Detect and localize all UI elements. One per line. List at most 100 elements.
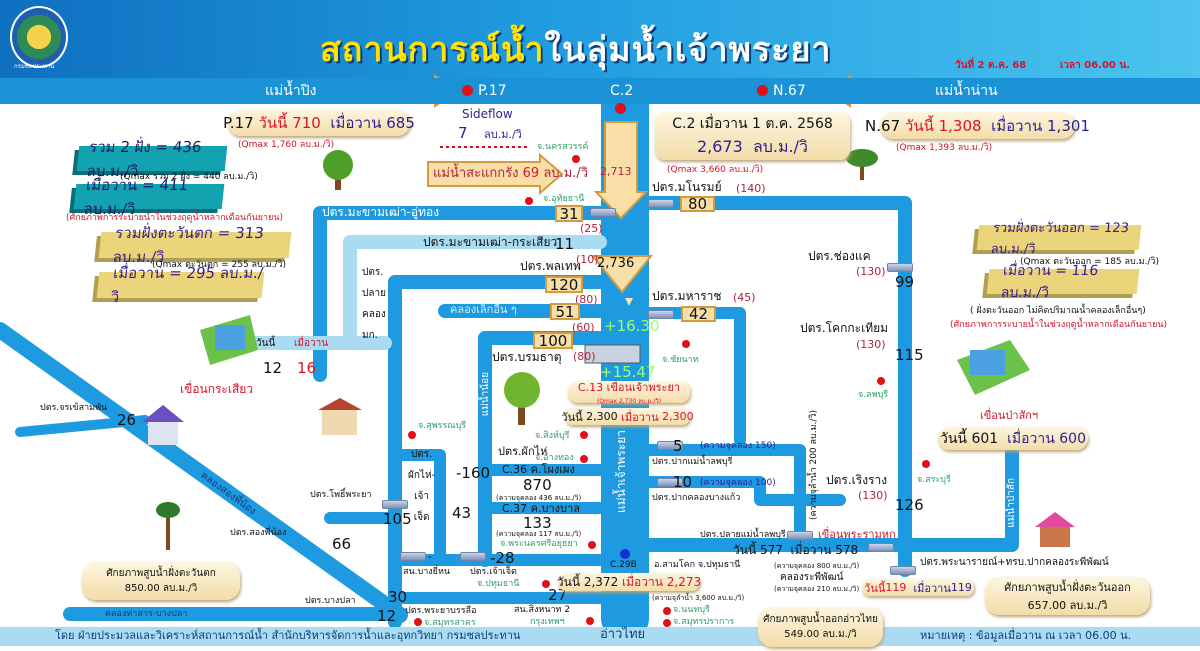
- east-yesterday: เมื่อวาน = 116 ลบ.ม./วิ: [986, 263, 1140, 301]
- sideflow-unit: ลบ.ม./วิ: [484, 128, 522, 141]
- gate-icon: [868, 543, 894, 552]
- province-marker: [663, 607, 671, 615]
- c29b-reading: วันนี้ 2,372 เมื่อวาน 2,273: [556, 573, 702, 591]
- gate-name: ปตร.ปากคลองบางแก้ว: [652, 493, 741, 503]
- c29b-label: C.29B: [610, 560, 637, 570]
- gate-icon: [787, 531, 813, 540]
- province-marker: [922, 460, 930, 468]
- province-label: กรุงเทพฯ: [530, 617, 565, 627]
- dam-icon: [957, 340, 1030, 395]
- report-date: วันที่ 2 ต.ค. 68: [955, 60, 1027, 71]
- gate-value: 11: [555, 235, 575, 253]
- gate-name: ปตร.มะขามเฒ่า-กระเสียว: [423, 235, 558, 249]
- province-label: จ.สุพรรณบุรี: [418, 421, 467, 431]
- gate-value: 26: [117, 411, 137, 429]
- province-label: จ.ชัยนาท: [662, 355, 699, 365]
- lopburi-river: [644, 444, 806, 551]
- gate-name: สน.สิงหนาท 2: [514, 605, 571, 615]
- maharaj-canal: [644, 307, 746, 446]
- canal-capacity: (ความจุคลอง 436 ลบ.ม./วิ): [496, 494, 582, 502]
- station-c2-label[interactable]: C.2: [610, 83, 634, 99]
- gate-capacity: (ความจุคลอง 150): [700, 441, 776, 451]
- province-marker: [586, 617, 594, 625]
- rama6-dam-name: เขื่อนพระรามหก: [818, 528, 896, 541]
- tree-icon: [156, 502, 180, 550]
- station-p17-label[interactable]: P.17: [478, 83, 507, 99]
- province-label: จ.ปทุมธานี: [477, 579, 520, 589]
- gate-capacity: (130): [856, 265, 886, 278]
- gate-capacity: (45): [733, 291, 756, 304]
- gate-icon: [657, 441, 683, 450]
- makham-krasiao-canal: [343, 235, 607, 347]
- pasak-dam-reading: วันนี้ 601 เมื่อวาน 600: [938, 427, 1088, 450]
- province-marker: [408, 431, 416, 439]
- lopburi-capacity: (ความจุลำน้ำ 200 ลบ.ม./วิ): [809, 410, 819, 520]
- gate-name: คลองเล็กอื่น ๆ: [450, 303, 517, 316]
- tree-icon: [323, 150, 353, 190]
- rama6-reading: วันนี้ 577 เมื่อวาน 578: [733, 543, 859, 557]
- province-label: จ.สมุทรปราการ: [673, 617, 735, 627]
- east-qmax: (Qmax ตะวันออก = 185 ลบ.ม./วิ): [1020, 257, 1159, 267]
- gate-name: ปตร.ปากแม่น้ำลพบุรี: [652, 457, 733, 467]
- province-marker: [542, 580, 550, 588]
- gate-value: 30: [388, 588, 408, 606]
- c29b-capacity: (ความจุลำน้ำ 3,600 ลบ.ม./วิ): [652, 594, 745, 602]
- gate-icon: [382, 500, 408, 509]
- gate-value: 43: [452, 504, 472, 522]
- gate-capacity: (80): [575, 293, 598, 306]
- province-label: จ.อุทัยธานี: [543, 194, 585, 204]
- total-yesterday: เมื่อวาน = 411 ลบ.ม./วิ: [73, 176, 225, 218]
- tree-icon: [846, 149, 878, 180]
- gate-name: ปตร.เจ้าเจ็ด: [470, 567, 517, 577]
- gate-value: -: [428, 550, 432, 563]
- header-banner: กรมชลประทาน สถานการณ์น้ำในลุ่มน้ำเจ้าพระ…: [0, 0, 1200, 78]
- province-marker: [525, 197, 533, 205]
- noi-river-label: แม่น้ำน้อย: [480, 372, 491, 417]
- footer-bar: [0, 627, 1200, 646]
- gate-name: ปตร.ปลายแม่น้ำลพบุรี: [700, 530, 786, 540]
- n67-qmax: (Qmax 1,393 ลบ.ม./วิ): [896, 143, 993, 153]
- gate-value: 126: [895, 496, 924, 514]
- logo-text: กรมชลประทาน: [14, 63, 55, 70]
- n67-reading: N.67 วันนี้ 1,308 เมื่อวาน 1,301: [865, 112, 1090, 139]
- p17-reading: P.17 วันนี้ 710 เมื่อวาน 685: [223, 110, 415, 136]
- canal-name: C.36 ค.โผงเผง: [502, 463, 575, 476]
- c29b-location: อ.สามโคก จ.ปทุมธานี: [654, 560, 741, 570]
- chorakhe-canal: [15, 415, 150, 437]
- gate-name: สน.บางยี่หน: [403, 567, 451, 577]
- gate-icon: [887, 263, 913, 272]
- footer-note: หมายเหตุ : ข้อมูลเมื่อวาน ณ เวลา 06.00 น…: [920, 629, 1132, 642]
- gate-name: ปตร.สองพี่น้อง: [230, 528, 287, 538]
- rid-logo: [10, 6, 68, 68]
- gate-value: 105: [383, 510, 412, 528]
- east-total: รวมฝั่งตะวันออก = 123 ลบ.ม./วิ: [976, 221, 1142, 257]
- gate-name: ปตร.ผักไห่-เจ้าเจ็ด: [408, 449, 436, 523]
- gate-value: 115: [895, 346, 924, 364]
- sideflow-label: Sideflow: [462, 107, 513, 121]
- gate-value: -160: [456, 464, 491, 482]
- west-qmax: (Qmax ตะวันตก = 255 ลบ.ม./วิ): [152, 260, 287, 270]
- gate-icon: [657, 478, 683, 487]
- krasiao-dam-name: เขื่อนกระเสียว: [180, 382, 254, 396]
- gulf-label: อ่าวไทย: [600, 627, 646, 642]
- gate-name: ปตร.บรมธาตุ: [492, 350, 562, 364]
- c13-dam-reading: วันนี้ 2,300 เมื่อวาน 2,300: [561, 408, 694, 425]
- station-marker: [757, 85, 768, 96]
- tha-chin-river-label: แม่น้ำท่าจีน: [380, 352, 391, 403]
- east-capacity-note: (ศักยภาพการระบายน้ำในช่วงฤดูน้ำหลากเดือน…: [950, 320, 1168, 330]
- province-marker: [414, 618, 422, 626]
- dam-icon: [200, 315, 258, 365]
- gate-capacity: (ความจุคลอง 100): [700, 478, 776, 488]
- gate-capacity: (60): [572, 321, 595, 334]
- page-title: สถานการณ์น้ำในลุ่มน้ำเจ้าพระยา: [320, 30, 832, 70]
- footer-credit: โดย ฝ่ายประมวลและวิเคราะห์สถานการณ์น้ำ ส…: [55, 629, 521, 642]
- station-n67-label[interactable]: N.67: [773, 83, 806, 99]
- province-marker: [588, 541, 596, 549]
- ping-river-label: แม่น้ำปิง: [265, 83, 317, 99]
- tha-san-canal-label: คลองท่าสาร-บางปลา: [105, 609, 188, 619]
- gate-name: ปตร.มหาราช: [652, 289, 722, 303]
- gate-capacity: (130): [858, 489, 888, 502]
- c13-dam-label: C.13 เขื่อนเจ้าพระยา (Qmax 2,730 ลบ.ม./ว…: [568, 381, 690, 405]
